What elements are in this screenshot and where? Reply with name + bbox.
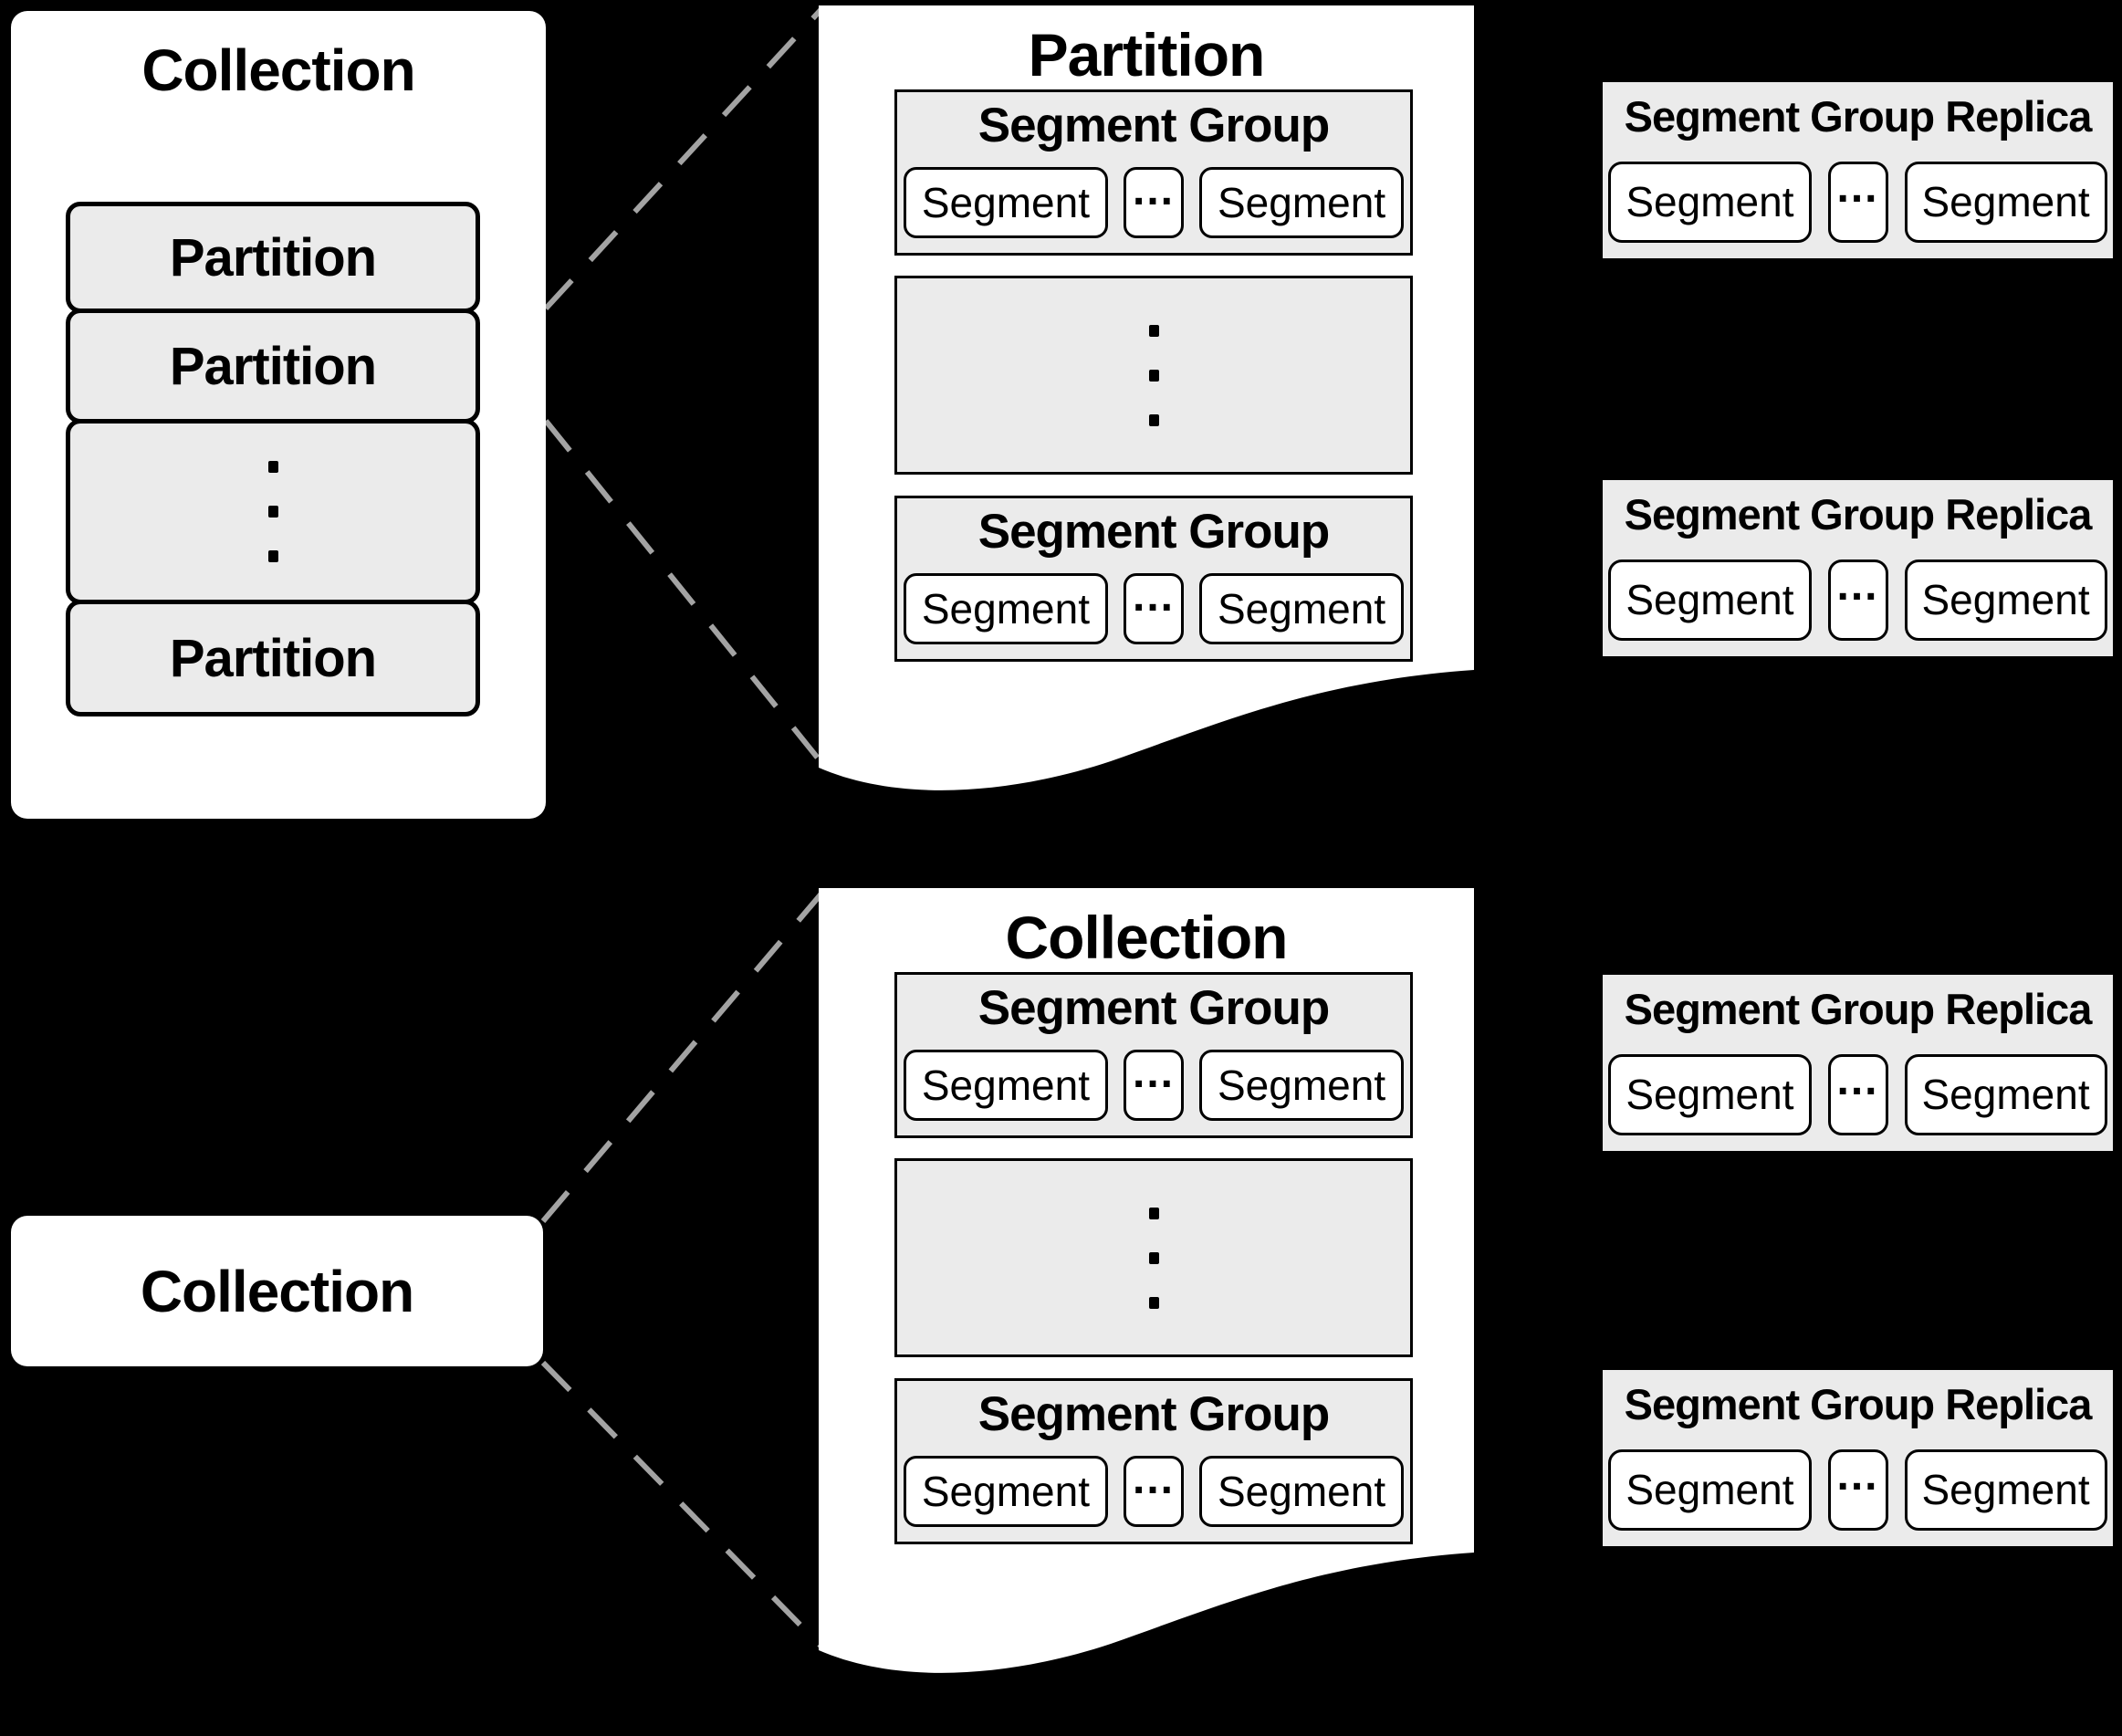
replica-title: Segment Group Replica [1624, 985, 2093, 1033]
segment-group-title: Segment Group [977, 505, 1331, 559]
segment-group-box: Segment Group Segment ... Segment [894, 1378, 1413, 1544]
segment-box: Segment [1904, 1054, 2107, 1135]
partition-label: Partition [169, 628, 377, 688]
partition-row: Partition [66, 600, 480, 716]
segment-box: Segment [1199, 1456, 1405, 1527]
collection-node-title: Collection [140, 1258, 414, 1324]
segment-box: Segment [903, 573, 1108, 644]
segment-box: Segment [1904, 559, 2107, 641]
segment-box: Segment [1608, 162, 1812, 243]
replica-title: Segment Group Replica [1624, 92, 2093, 141]
partition-row: Partition [66, 202, 480, 313]
ellipsis-dot [267, 506, 278, 518]
zoom-connector-line [540, 1360, 826, 1651]
segment-row: Segment ... Segment [1603, 162, 2113, 243]
partition-ellipsis-row [66, 419, 480, 604]
segment-group-replica-box: Segment Group Replica Segment ... Segmen… [1601, 1368, 2115, 1548]
horizontal-ellipsis: ... [1836, 162, 1879, 212]
segment-group-title: Segment Group [977, 981, 1331, 1035]
segment-group-box: Segment Group Segment ... Segment [894, 89, 1413, 256]
segment-group-replica-box: Segment Group Replica Segment ... Segmen… [1601, 973, 2115, 1153]
ellipsis-dot [267, 550, 278, 562]
segment-ellipsis-box: ... [1827, 559, 1888, 641]
segment-row: Segment ... Segment [897, 1050, 1410, 1121]
document-title: Collection [1005, 904, 1288, 971]
segment-box: Segment [903, 1456, 1108, 1527]
segment-ellipsis-box: ... [1124, 1456, 1184, 1527]
horizontal-ellipsis: ... [1132, 1455, 1175, 1503]
collection-overview-box: Collection Partition Partition Partition [11, 11, 546, 819]
segment-row: Segment ... Segment [897, 167, 1410, 238]
segment-row: Segment ... Segment [1603, 1054, 2113, 1135]
segment-ellipsis-box: ... [1124, 167, 1184, 238]
ellipsis-dot [1148, 413, 1159, 426]
ellipsis-dot [1148, 1207, 1159, 1219]
collection-node-box: Collection [11, 1216, 543, 1366]
replica-title: Segment Group Replica [1624, 490, 2093, 539]
segment-row: Segment ... Segment [897, 573, 1410, 644]
segment-box: Segment [1199, 167, 1405, 238]
segment-box: Segment [903, 167, 1108, 238]
zoom-connector-line [543, 6, 824, 311]
horizontal-ellipsis: ... [1836, 1055, 1879, 1104]
segment-box: Segment [903, 1050, 1108, 1121]
horizontal-ellipsis: ... [1836, 560, 1879, 610]
vertical-ellipsis-icon [267, 461, 278, 562]
segment-group-title: Segment Group [977, 99, 1331, 152]
segment-group-replica-box: Segment Group Replica Segment ... Segmen… [1601, 478, 2115, 658]
segment-group-ellipsis-box [894, 1158, 1413, 1357]
replica-title: Segment Group Replica [1624, 1380, 2093, 1428]
segment-box: Segment [1904, 1449, 2107, 1531]
vertical-ellipsis-icon [1148, 1207, 1159, 1309]
segment-row: Segment ... Segment [1603, 1449, 2113, 1531]
zoom-connector-line [540, 892, 824, 1223]
segment-box: Segment [1608, 559, 1812, 641]
zoom-connector-line [543, 419, 826, 767]
segment-group-ellipsis-box [894, 276, 1413, 475]
ellipsis-dot [1148, 324, 1159, 337]
segment-box: Segment [1199, 573, 1405, 644]
vertical-ellipsis-icon [1148, 324, 1159, 426]
segment-group-replica-box: Segment Group Replica Segment ... Segmen… [1601, 80, 2115, 260]
segment-box: Segment [1199, 1050, 1405, 1121]
segment-ellipsis-box: ... [1124, 1050, 1184, 1121]
partition-label: Partition [169, 227, 377, 288]
document-title: Partition [1028, 21, 1266, 89]
segment-ellipsis-box: ... [1827, 162, 1888, 243]
ellipsis-dot [267, 461, 278, 473]
segment-group-box: Segment Group Segment ... Segment [894, 496, 1413, 662]
collection-detail-document: Collection Segment Group Segment ... Seg… [819, 888, 1474, 1691]
segment-ellipsis-box: ... [1124, 573, 1184, 644]
partition-detail-document: Partition Segment Group Segment ... Segm… [819, 5, 1474, 809]
ellipsis-dot [1148, 1296, 1159, 1309]
segment-ellipsis-box: ... [1827, 1449, 1888, 1531]
horizontal-ellipsis: ... [1132, 572, 1175, 621]
segment-ellipsis-box: ... [1827, 1054, 1888, 1135]
horizontal-ellipsis: ... [1132, 1049, 1175, 1097]
segment-row: Segment ... Segment [897, 1456, 1410, 1527]
ellipsis-dot [1148, 369, 1159, 382]
segment-group-title: Segment Group [977, 1387, 1331, 1441]
segment-box: Segment [1608, 1054, 1812, 1135]
partition-row: Partition [66, 309, 480, 424]
segment-box: Segment [1608, 1449, 1812, 1531]
segment-box: Segment [1904, 162, 2107, 243]
collection-overview-title: Collection [141, 37, 415, 103]
segment-group-box: Segment Group Segment ... Segment [894, 972, 1413, 1138]
horizontal-ellipsis: ... [1132, 166, 1175, 214]
partition-label: Partition [169, 336, 377, 396]
ellipsis-dot [1148, 1251, 1159, 1264]
segment-row: Segment ... Segment [1603, 559, 2113, 641]
horizontal-ellipsis: ... [1836, 1450, 1879, 1500]
